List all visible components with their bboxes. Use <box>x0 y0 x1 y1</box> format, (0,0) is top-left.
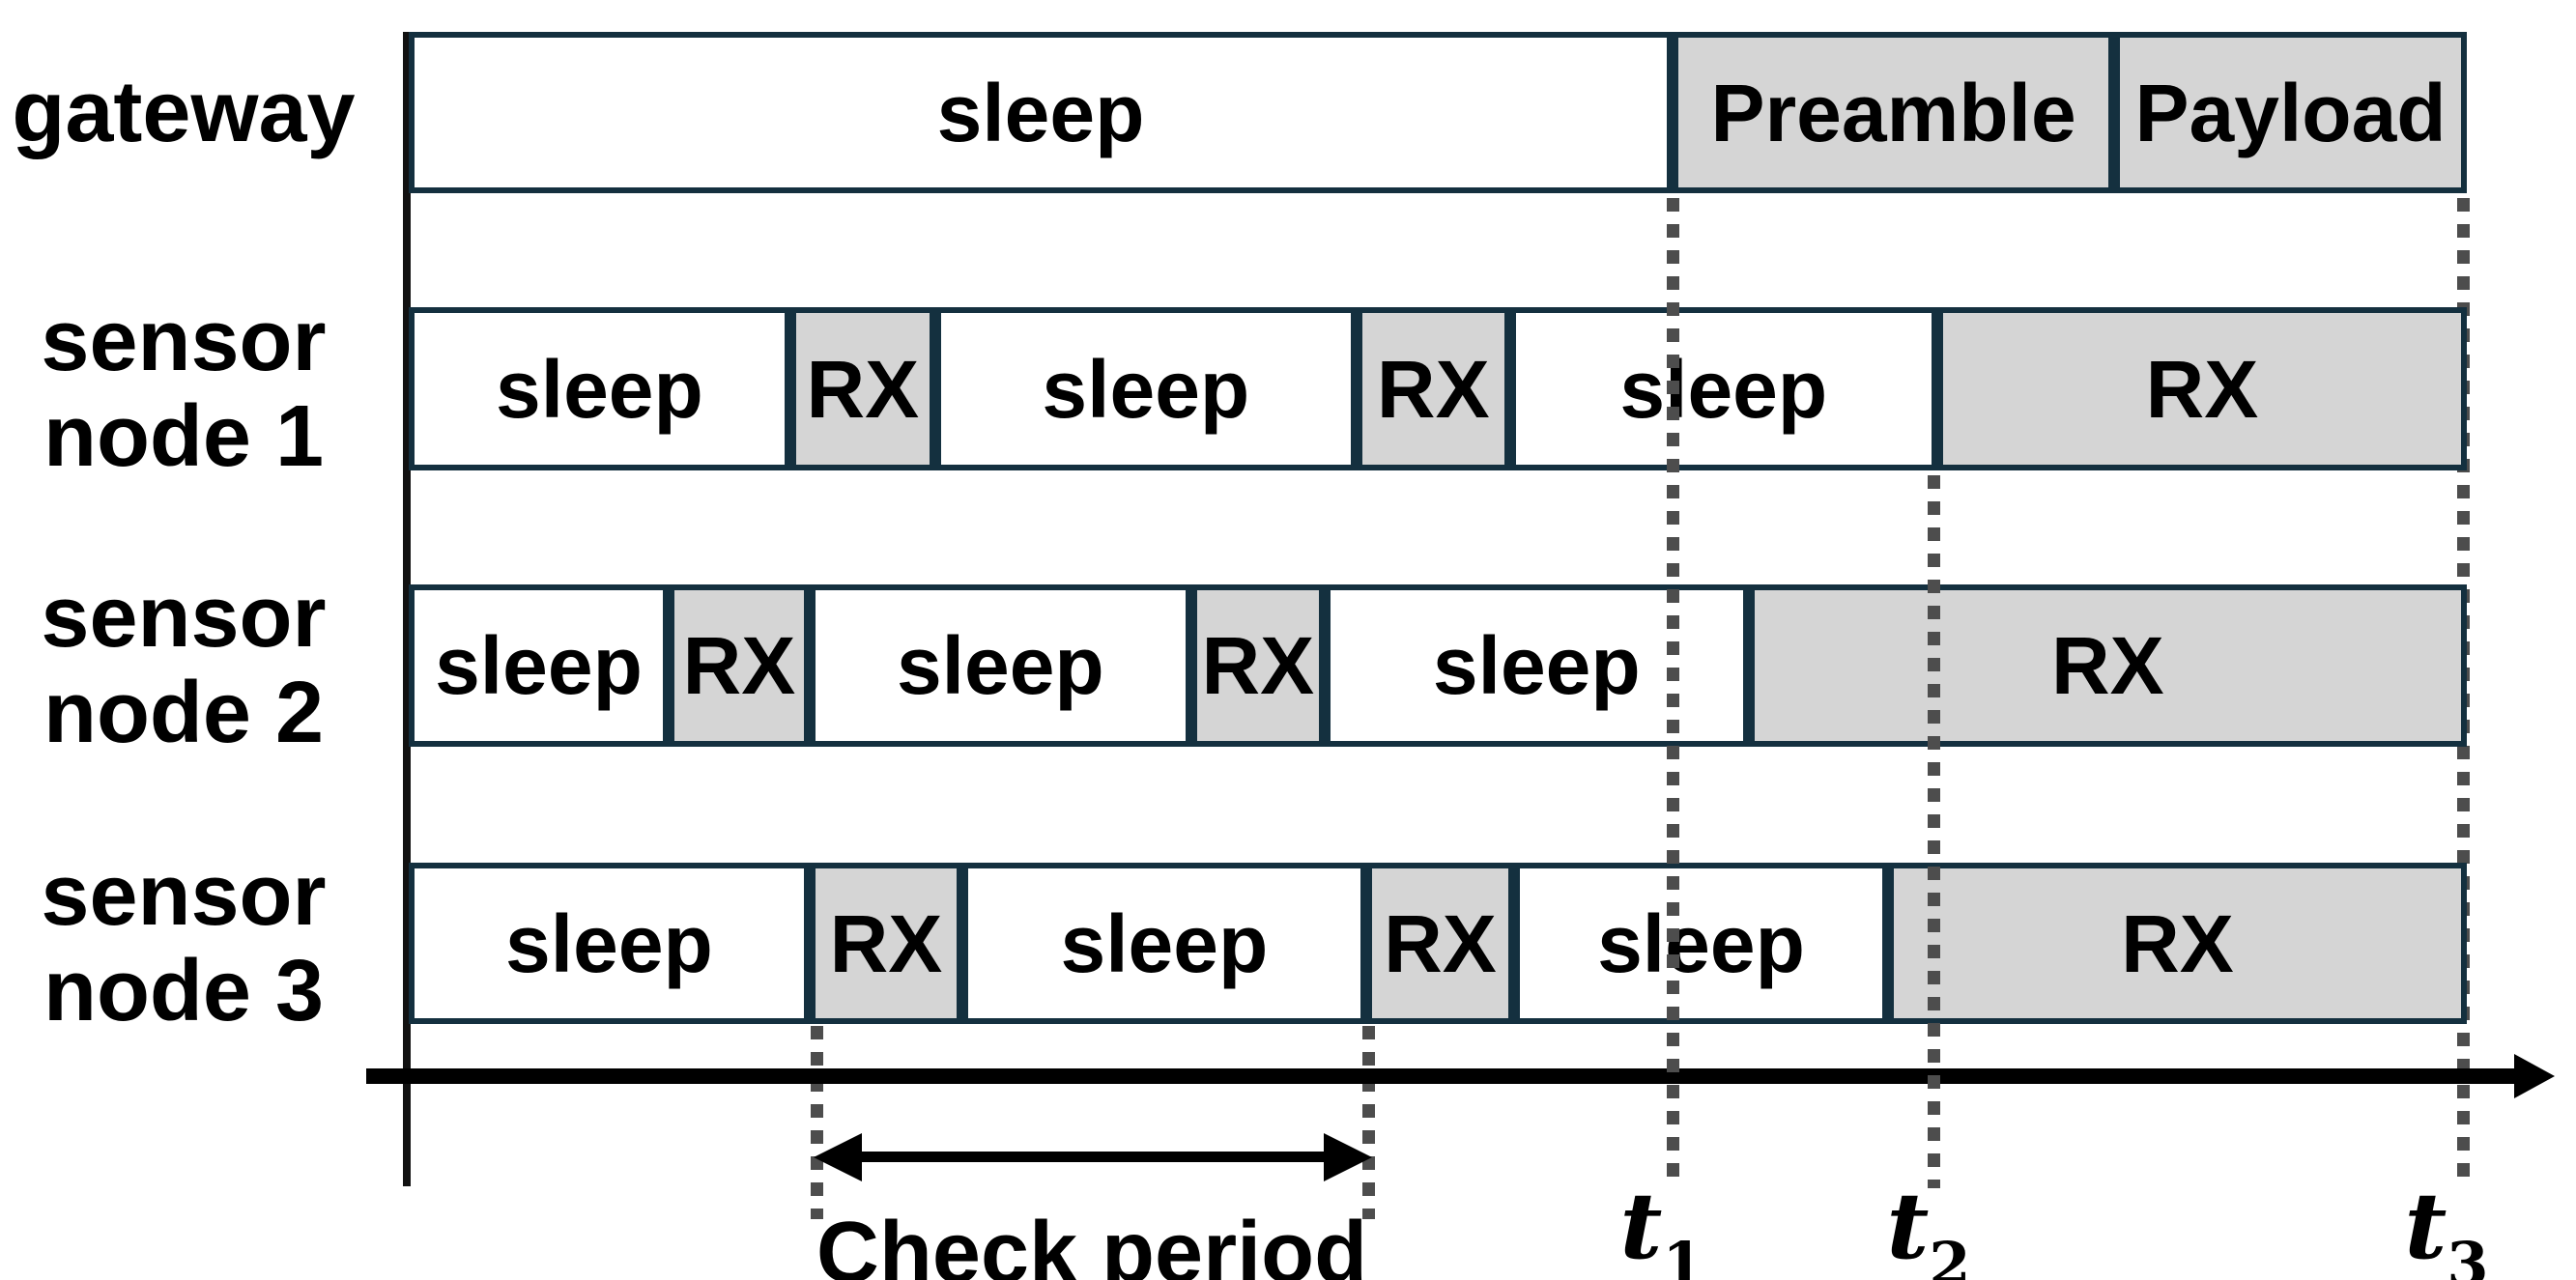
check-period-left-dotted-line <box>811 1026 823 1219</box>
t3-label: t3 <box>2350 1180 2543 1280</box>
segment-label: sleep <box>896 620 1104 711</box>
check-period-label: Check period <box>816 1205 1368 1280</box>
segment-label: sleep <box>505 897 713 989</box>
node2-sleep-segment-2: sleep <box>809 584 1191 747</box>
node3-rx-segment-1: RX <box>809 863 962 1024</box>
segment-label: sleep <box>1619 343 1828 435</box>
row-label-line: node 1 <box>43 387 325 485</box>
sensor-node-1-row: sleep RX sleep RX sleep RX <box>409 307 2467 470</box>
segment-label: Preamble <box>1710 67 2076 158</box>
segment-label: RX <box>2051 620 2164 711</box>
node2-rx-segment-3: RX <box>1748 584 2467 747</box>
segment-label: RX <box>1201 620 1315 711</box>
row-label-line: gateway <box>12 64 356 160</box>
node3-rx-segment-2: RX <box>1365 863 1514 1024</box>
t2-symbol: t <box>1886 1173 1930 1280</box>
t2-label: t2 <box>1832 1180 2025 1280</box>
node3-sleep-segment-2: sleep <box>961 863 1366 1024</box>
node2-sleep-segment-1: sleep <box>409 584 670 747</box>
node3-rx-segment-3: RX <box>1888 863 2467 1024</box>
time-axis-arrowhead-icon <box>2514 1054 2555 1098</box>
segment-label: RX <box>1384 897 1497 989</box>
t1-symbol: t <box>1619 1173 1663 1280</box>
check-period-arrow-line <box>850 1152 1333 1162</box>
row-label-line: sensor <box>41 846 327 944</box>
node1-sleep-segment-1: sleep <box>409 307 790 470</box>
segment-label: sleep <box>1042 343 1250 435</box>
node3-sleep-segment-1: sleep <box>409 863 810 1024</box>
gateway-row: sleep Preamble Payload <box>409 32 2467 193</box>
gateway-preamble-segment: Preamble <box>1673 32 2115 193</box>
row-label-line: sensor <box>41 292 327 389</box>
segment-label: sleep <box>435 620 643 711</box>
row-label-line: node 3 <box>43 942 325 1039</box>
segment-label: RX <box>806 343 920 435</box>
row-label-line: node 2 <box>43 665 325 761</box>
sensor-node-3-row: sleep RX sleep RX sleep RX <box>409 863 2467 1024</box>
t3-symbol: t <box>2404 1173 2447 1280</box>
t2-subscript: 2 <box>1929 1229 1971 1280</box>
node1-rx-segment-3: RX <box>1936 307 2467 470</box>
node3-sleep-segment-3: sleep <box>1513 863 1888 1024</box>
row-label-sensor-node-1: sensor node 1 <box>0 293 367 484</box>
t1-subscript: 1 <box>1662 1229 1704 1280</box>
segment-label: Payload <box>2134 67 2447 158</box>
gateway-payload-segment: Payload <box>2114 32 2467 193</box>
segment-label: RX <box>829 897 943 989</box>
segment-label: sleep <box>1060 897 1269 989</box>
t3-subscript: 3 <box>2447 1229 2489 1280</box>
node2-rx-segment-1: RX <box>669 584 810 747</box>
t2-dotted-line <box>1928 475 1940 1188</box>
node1-sleep-segment-2: sleep <box>934 307 1357 470</box>
segment-label: RX <box>1376 343 1490 435</box>
row-label-sensor-node-2: sensor node 2 <box>0 570 367 761</box>
node2-rx-segment-2: RX <box>1190 584 1325 747</box>
segment-label: RX <box>2121 897 2234 989</box>
row-label-sensor-node-3: sensor node 3 <box>0 847 367 1038</box>
check-period-right-dotted-line <box>1362 1026 1375 1219</box>
t1-dotted-line <box>1667 198 1679 1188</box>
node1-rx-segment-2: RX <box>1356 307 1510 470</box>
node2-sleep-segment-3: sleep <box>1324 584 1749 747</box>
vertical-axis-line <box>403 32 411 1186</box>
row-label-line: sensor <box>41 569 327 666</box>
t1-label: t1 <box>1565 1180 1759 1280</box>
segment-label: sleep <box>936 67 1145 158</box>
node1-sleep-segment-3: sleep <box>1509 307 1937 470</box>
sensor-node-2-row: sleep RX sleep RX sleep RX <box>409 584 2467 747</box>
segment-label: RX <box>682 620 796 711</box>
check-period-arrowhead-left-icon <box>814 1133 862 1181</box>
node1-rx-segment-1: RX <box>789 307 935 470</box>
time-axis-line <box>366 1068 2518 1084</box>
gateway-sleep-segment: sleep <box>409 32 1674 193</box>
segment-label: RX <box>2145 343 2259 435</box>
segment-label: sleep <box>1597 897 1805 989</box>
row-label-gateway: gateway <box>0 32 367 193</box>
segment-label: sleep <box>496 343 703 435</box>
check-period-arrowhead-right-icon <box>1324 1133 1372 1181</box>
segment-label: sleep <box>1432 620 1641 711</box>
